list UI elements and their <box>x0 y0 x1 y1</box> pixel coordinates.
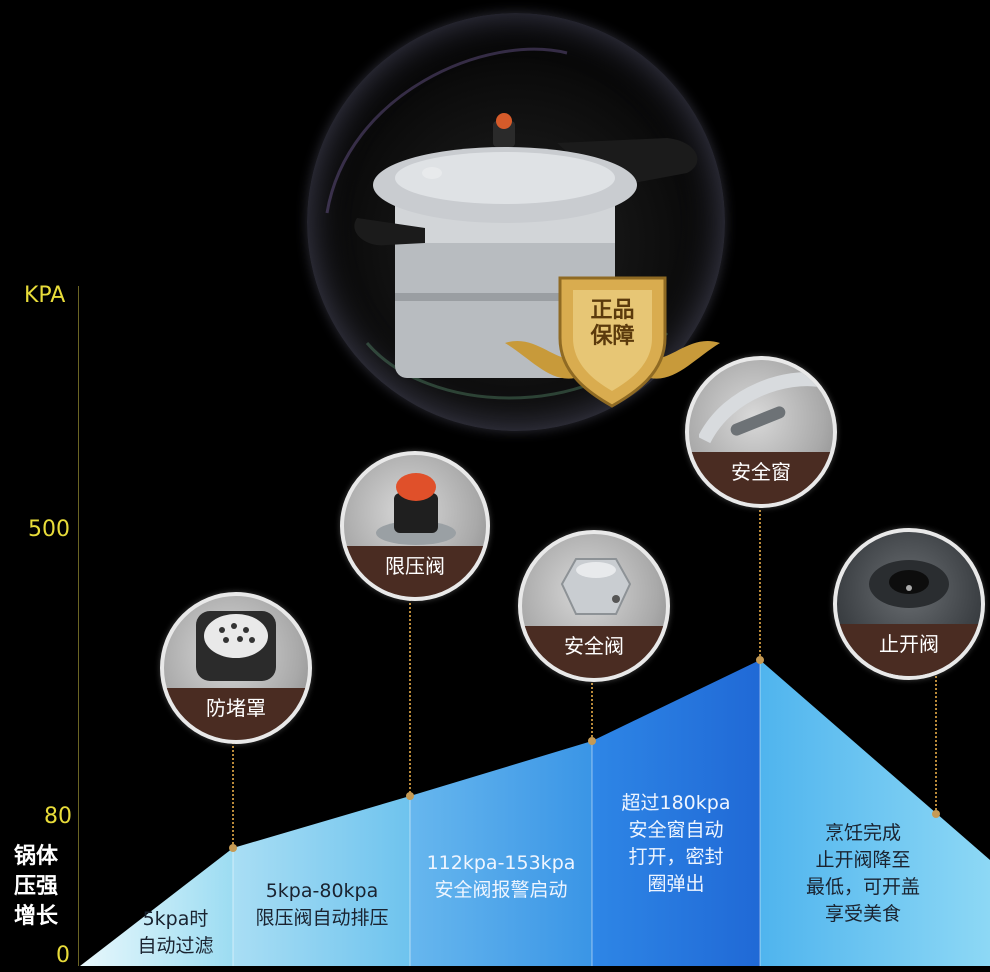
segment-4-line-4: 圈弹出 <box>647 873 705 895</box>
callout-pressure-limit-valve: 限压阀 <box>340 451 490 601</box>
y-tick-500: 500 <box>28 517 70 542</box>
y-axis-title: 锅体 压强 增长 <box>14 842 58 932</box>
callout-label-1: 防堵罩 <box>164 688 308 740</box>
leader-dot-5 <box>932 810 940 818</box>
badge-text: 正品 保障 <box>560 298 665 350</box>
leader-line-3 <box>591 672 593 741</box>
segment-4-line-1: 超过180kpa <box>621 792 731 814</box>
shield-badge-icon <box>505 276 720 408</box>
y-tick-80: 80 <box>44 804 72 829</box>
segment-5-line-4: 享受美食 <box>824 903 901 925</box>
segment-text-5: 烹饪完成 止开阀降至 最低，可开盖 享受美食 <box>768 820 958 928</box>
pressure-limit-valve-icon <box>376 473 456 545</box>
segment-5-line-2: 止开阀降至 <box>815 849 911 871</box>
callout-label-2: 限压阀 <box>344 545 486 597</box>
product-bubble <box>307 13 725 431</box>
leader-line-2 <box>409 592 411 796</box>
segment-2-line-1: 5kpa-80kpa <box>265 880 379 902</box>
leader-dot-1 <box>229 844 237 852</box>
leader-line-1 <box>232 735 234 848</box>
segment-area-4 <box>592 660 760 966</box>
leader-dot-3 <box>588 737 596 745</box>
segment-text-2: 5kpa-80kpa 限压阀自动排压 <box>236 878 408 932</box>
stop-open-valve-icon <box>869 560 949 608</box>
leader-line-5 <box>935 668 937 814</box>
y-title-line-3: 增长 <box>14 904 59 929</box>
anti-clog-cover-icon <box>196 611 276 681</box>
safety-valve-icon <box>560 558 632 615</box>
leader-line-4 <box>759 494 761 660</box>
segment-5-line-1: 烹饪完成 <box>824 822 901 844</box>
y-axis-unit: KPA <box>24 283 66 308</box>
leader-dot-4 <box>756 656 764 664</box>
segment-area-1 <box>80 848 233 966</box>
segment-area-2 <box>233 796 410 966</box>
badge-line-1: 正品 <box>590 298 635 323</box>
y-title-line-1: 锅体 <box>14 844 59 869</box>
quality-badge: 正品 保障 <box>505 268 720 418</box>
segment-2-line-2: 限压阀自动排压 <box>255 907 389 929</box>
y-axis-line <box>78 286 79 966</box>
segment-4-line-3: 打开，密封 <box>628 846 724 868</box>
segment-1-line-1: 5kpa时 <box>142 908 209 930</box>
callout-label-4: 安全窗 <box>689 452 833 504</box>
segment-area-5 <box>760 660 990 966</box>
segment-5-line-3: 最低，可开盖 <box>805 876 920 898</box>
segment-4-line-2: 安全窗自动 <box>628 819 724 841</box>
callout-label-5: 止开阀 <box>837 624 981 676</box>
leader-dot-2 <box>406 792 414 800</box>
segment-text-1: 5kpa时 自动过滤 <box>118 906 233 960</box>
callout-anti-clog-cover: 防堵罩 <box>160 592 312 744</box>
callout-safety-window: 安全窗 <box>685 356 837 508</box>
safety-window-icon <box>699 372 821 444</box>
badge-line-2: 保障 <box>590 324 635 349</box>
segment-text-4: 超过180kpa 安全窗自动 打开，密封 圈弹出 <box>594 790 758 898</box>
segment-3-line-2: 安全阀报警启动 <box>434 879 568 901</box>
y-title-line-2: 压强 <box>14 874 59 899</box>
callout-label-3: 安全阀 <box>522 626 666 678</box>
callout-safety-valve: 安全阀 <box>518 530 670 682</box>
y-tick-0: 0 <box>56 943 70 968</box>
segment-text-3: 112kpa-153kpa 安全阀报警启动 <box>412 850 590 904</box>
segment-3-line-1: 112kpa-153kpa <box>426 852 576 874</box>
callout-stop-open-valve: 止开阀 <box>833 528 985 680</box>
segment-1-line-2: 自动过滤 <box>137 935 214 957</box>
segment-area-3 <box>410 741 592 966</box>
